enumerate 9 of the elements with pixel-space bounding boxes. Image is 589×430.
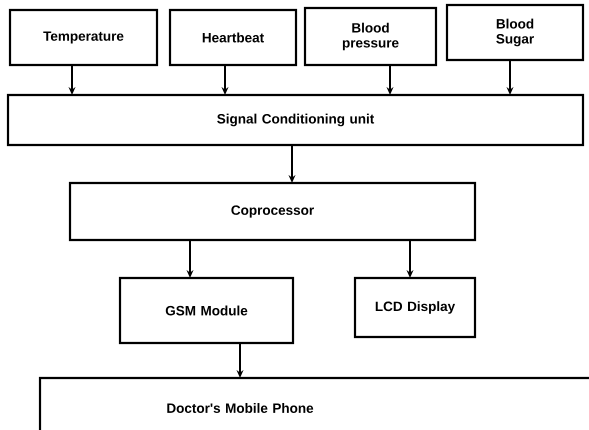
process-box: Coprocessor	[68, 182, 476, 242]
process-box: Doctor's Mobile Phone	[38, 376, 589, 430]
process-box: Temperature	[8, 8, 158, 66]
process-box: Signal Conditioning unit	[6, 94, 584, 146]
process-box: Heartbeat	[168, 8, 298, 66]
process-box: GSM Module	[118, 276, 294, 344]
process-box: Blood pressure	[304, 6, 438, 66]
process-box: LCD Display	[354, 276, 476, 338]
process-box: Blood Sugar	[446, 4, 584, 62]
